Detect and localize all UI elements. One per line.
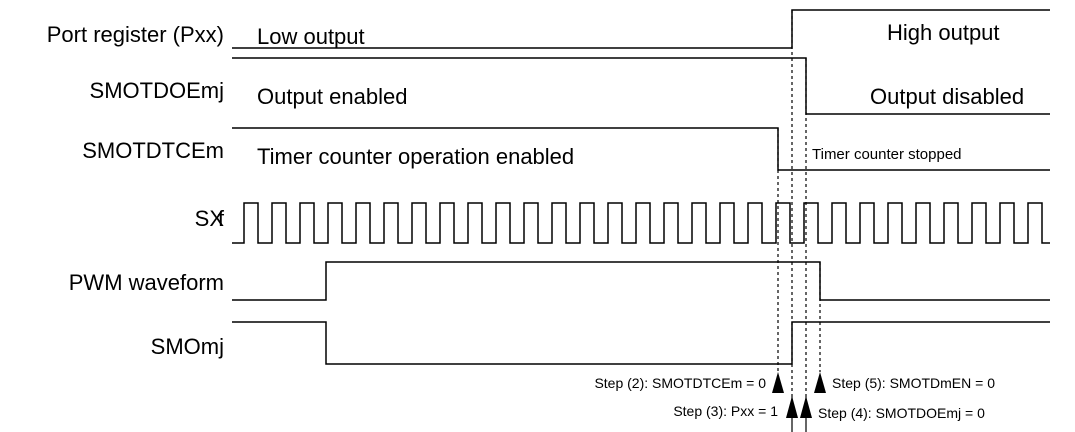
pwm-waveform	[232, 261, 1050, 301]
smotdoe-state-disabled: Output disabled	[870, 84, 1025, 109]
smotdoe-waveform	[232, 57, 1050, 115]
step2-label: Step (2): SMOTDTCEm = 0	[594, 375, 766, 391]
step3-label: Step (3): Pxx = 1	[673, 403, 778, 419]
step2-arrow-icon	[772, 372, 784, 393]
signal-label-smotdoe: SMOTDOEmj	[89, 78, 224, 103]
port-state-high: High output	[887, 20, 1000, 45]
signal-label-smomj: SMOmj	[150, 334, 224, 359]
smomj-waveform	[232, 321, 1050, 365]
smotdtce-state-enabled: Timer counter operation enabled	[257, 144, 575, 169]
step3-arrow-icon	[786, 396, 798, 418]
step4-label: Step (4): SMOTDOEmj = 0	[818, 405, 985, 421]
signal-label-port: Port register (Pxx)	[46, 22, 224, 47]
smotdoe-state-enabled: Output enabled	[257, 84, 408, 109]
step4-arrow-icon	[800, 396, 812, 418]
step5-arrow-icon	[814, 372, 826, 393]
fsx-clock-waveform	[232, 202, 1050, 244]
step5-label: Step (5): SMOTDmEN = 0	[832, 375, 995, 391]
smotdtce-state-stopped: Timer counter stopped	[812, 146, 962, 163]
signal-label-smotdtce: SMOTDTCEm	[82, 138, 224, 163]
port-state-low: Low output	[257, 24, 365, 49]
signal-label-pwm: PWM waveform	[68, 270, 224, 295]
